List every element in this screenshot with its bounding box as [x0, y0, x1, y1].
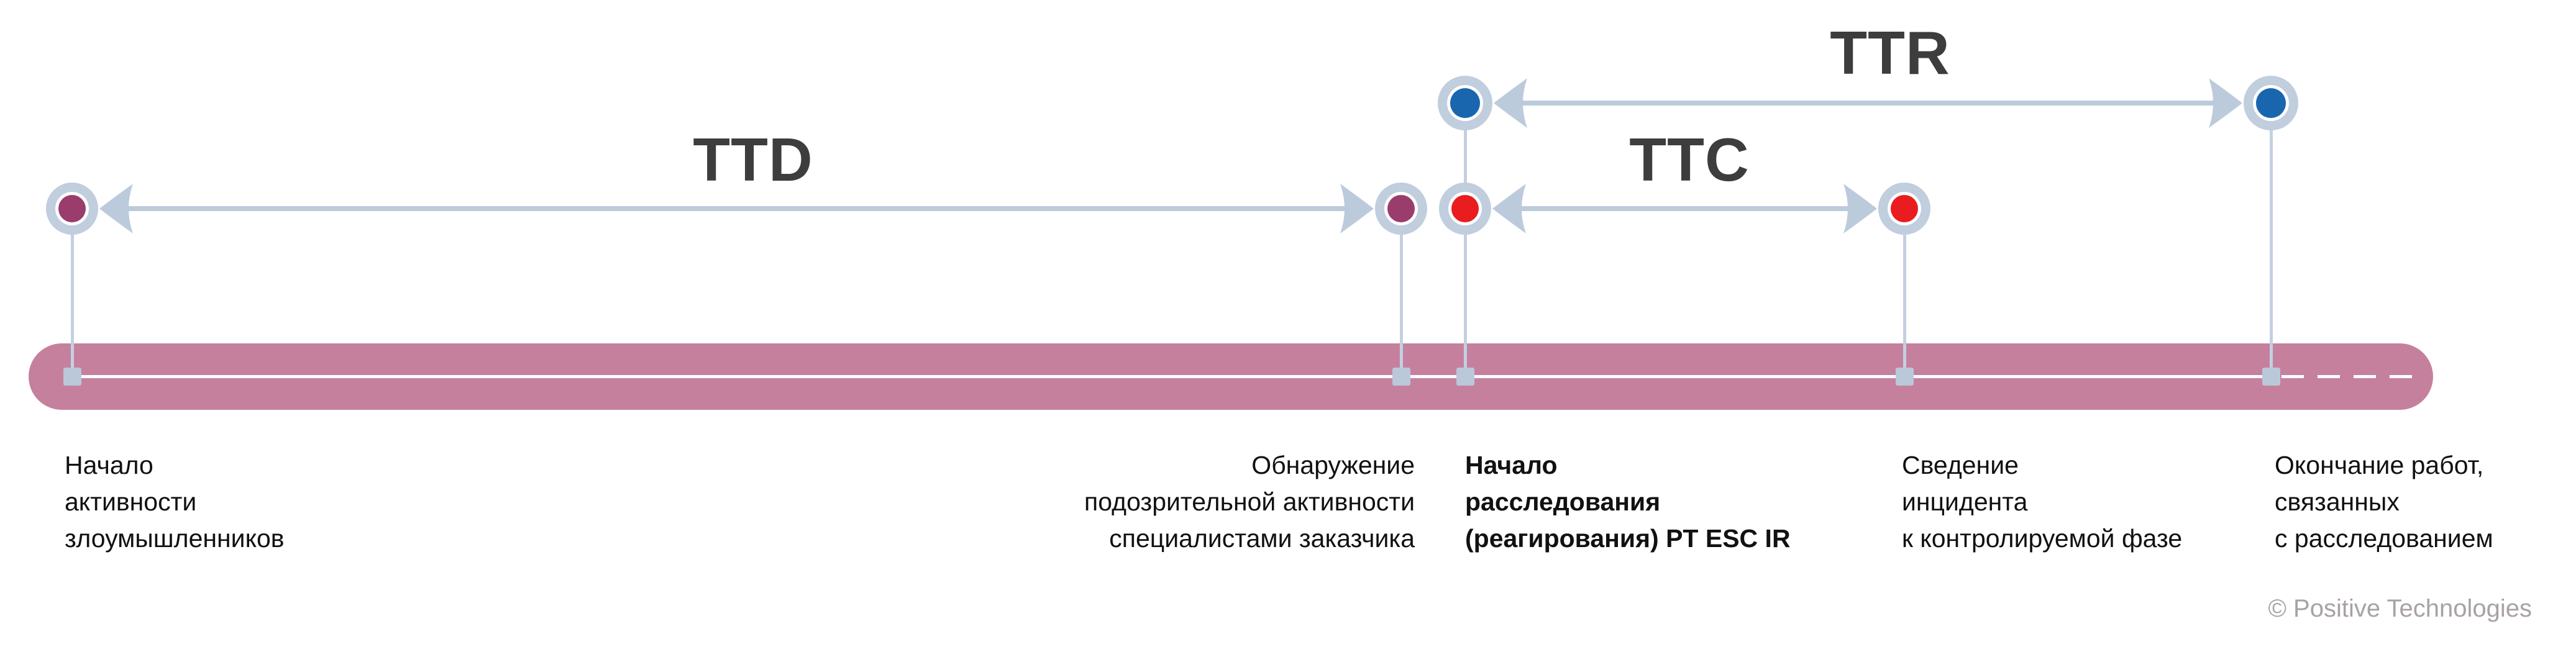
caption-line: инцидента — [1902, 487, 2028, 516]
connector-event-2 — [1400, 233, 1403, 371]
arrowhead-left-icon — [1492, 184, 1526, 233]
caption-line: (реагирования) PT ESC IR — [1465, 524, 1791, 553]
ttc-label: TTC — [1629, 125, 1750, 194]
caption-detection: Обнаружение подозрительной активности сп… — [1084, 447, 1415, 557]
timeline-centerline-dashed — [2281, 375, 2426, 378]
ttc-arrow-shaft — [1520, 206, 1850, 211]
caption-line: активности — [65, 487, 197, 516]
caption-line: с расследованием — [2275, 524, 2493, 553]
timeline-tick-3 — [1456, 368, 1474, 386]
ttd-arrow-shaft — [127, 206, 1346, 211]
red-dot-icon — [1891, 195, 1918, 222]
caption-line: расследования — [1465, 487, 1661, 516]
connector-event-5 — [2270, 129, 2273, 371]
caption-work-finished: Окончание работ, связанных с расследован… — [2275, 447, 2493, 557]
ttr-arrow — [1494, 78, 2242, 128]
arrowhead-right-icon — [1843, 184, 1877, 233]
blue-dot-icon — [1450, 88, 1480, 118]
connector-event-4 — [1903, 233, 1906, 371]
timeline-tick-2 — [1392, 368, 1410, 386]
caption-line: Сведение — [1902, 451, 2019, 479]
ttc-arrow — [1492, 184, 1877, 233]
caption-line: Начало — [65, 451, 153, 479]
blue-dot-icon — [2256, 88, 2286, 118]
event-marker-attack-start — [46, 183, 98, 235]
connector-event-1 — [71, 233, 74, 371]
arrowhead-right-icon — [2209, 78, 2242, 128]
arrowhead-right-icon — [1340, 184, 1374, 233]
caption-line: подозрительной активности — [1084, 487, 1415, 516]
caption-investigation-start: Начало расследования (реагирования) PT E… — [1465, 447, 1791, 557]
caption-line: Начало — [1465, 451, 1558, 479]
caption-line: Обнаружение — [1251, 451, 1415, 479]
timeline-centerline — [72, 375, 2271, 378]
ttd-arrow — [99, 184, 1374, 233]
timeline-tick-1 — [63, 368, 81, 386]
event-marker-investigation-start — [1439, 183, 1491, 235]
timeline-tick-5 — [2262, 368, 2280, 386]
ttd-label: TTD — [693, 125, 813, 194]
event-marker-containment — [1878, 183, 1930, 235]
event-marker-response-start-top — [1438, 76, 1492, 130]
event-marker-detection — [1375, 183, 1427, 235]
event-marker-work-finished — [2244, 76, 2298, 130]
red-dot-icon — [1451, 195, 1479, 222]
copyright-text: © Positive Technologies — [2268, 595, 2532, 622]
ttr-label: TTR — [1830, 19, 1950, 87]
ttr-arrow-shaft — [1521, 101, 2215, 106]
caption-line: Окончание работ, — [2275, 451, 2484, 479]
connector-event-3 — [1464, 129, 1467, 371]
purple-dot-icon — [58, 195, 86, 222]
arrowhead-left-icon — [99, 184, 133, 233]
caption-attack-start: Начало активности злоумышленников — [65, 447, 285, 557]
caption-line: злоумышленников — [65, 524, 285, 553]
arrowhead-left-icon — [1494, 78, 1527, 128]
caption-line: связанных — [2275, 487, 2400, 516]
timeline-tick-4 — [1896, 368, 1914, 386]
purple-dot-icon — [1387, 195, 1415, 222]
caption-line: к контролируемой фазе — [1902, 524, 2183, 553]
caption-containment: Сведение инцидента к контролируемой фазе — [1902, 447, 2182, 557]
caption-line: специалистами заказчика — [1109, 524, 1415, 553]
